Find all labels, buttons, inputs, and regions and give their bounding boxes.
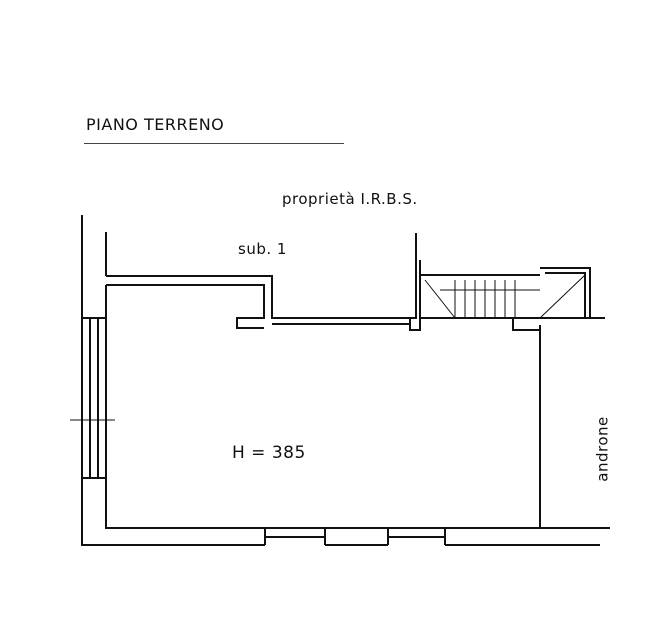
- window-bottom-1: [264, 528, 326, 545]
- stair-treads: [424, 274, 586, 319]
- window-left: [82, 317, 106, 479]
- room-height-label: H = 385: [232, 443, 306, 463]
- left-outer-wall: [81, 215, 600, 546]
- title-underline: [84, 143, 344, 144]
- left-inner-wall: [105, 232, 541, 529]
- door-jamb: [409, 318, 540, 331]
- top-wall-inner: [106, 284, 410, 329]
- owner-label: proprietà I.R.B.S.: [282, 190, 418, 208]
- unit-label: sub. 1: [238, 240, 287, 258]
- top-wall: [106, 233, 417, 319]
- plan-title: PIANO TERRENO: [86, 115, 225, 134]
- window-bottom-2: [387, 528, 446, 545]
